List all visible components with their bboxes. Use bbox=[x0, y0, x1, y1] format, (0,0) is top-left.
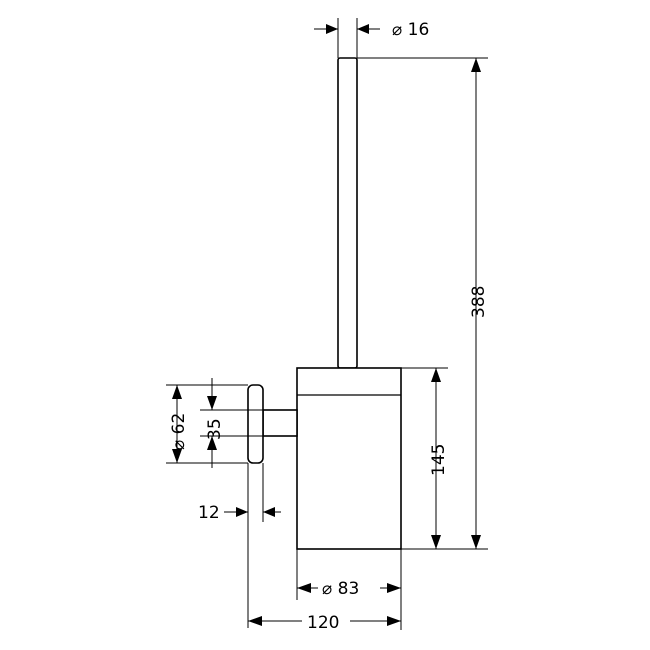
dim-handle-diameter: ⌀ 16 bbox=[314, 18, 429, 58]
dim-total-height-label: 388 bbox=[469, 286, 489, 318]
product-outline bbox=[247, 57, 402, 550]
dim-total-depth-label: 120 bbox=[307, 613, 339, 633]
dim-flange-thickness-label: 12 bbox=[198, 503, 220, 523]
dim-flange-thickness: 12 bbox=[198, 463, 281, 628]
wall-arm bbox=[262, 409, 298, 437]
brush-container bbox=[296, 367, 402, 550]
brush-handle bbox=[337, 57, 358, 369]
wall-flange bbox=[247, 384, 264, 464]
dim-total-height: 388 bbox=[357, 57, 489, 550]
dim-container-height: 145 bbox=[401, 367, 449, 549]
dim-mount-height: 35 bbox=[200, 378, 263, 468]
dim-mount-height-label: 35 bbox=[205, 418, 225, 440]
dim-handle-diameter-label: ⌀ 16 bbox=[392, 20, 429, 40]
dim-container-height-label: 145 bbox=[429, 444, 449, 476]
dim-total-depth: 120 bbox=[248, 609, 401, 633]
dim-flange-diameter: ⌀ 62 bbox=[166, 384, 248, 464]
dim-container-diameter: ⌀ 83 bbox=[296, 549, 402, 630]
dim-flange-diameter-label: ⌀ 62 bbox=[169, 413, 189, 450]
dim-container-diameter-label: ⌀ 83 bbox=[322, 579, 359, 599]
